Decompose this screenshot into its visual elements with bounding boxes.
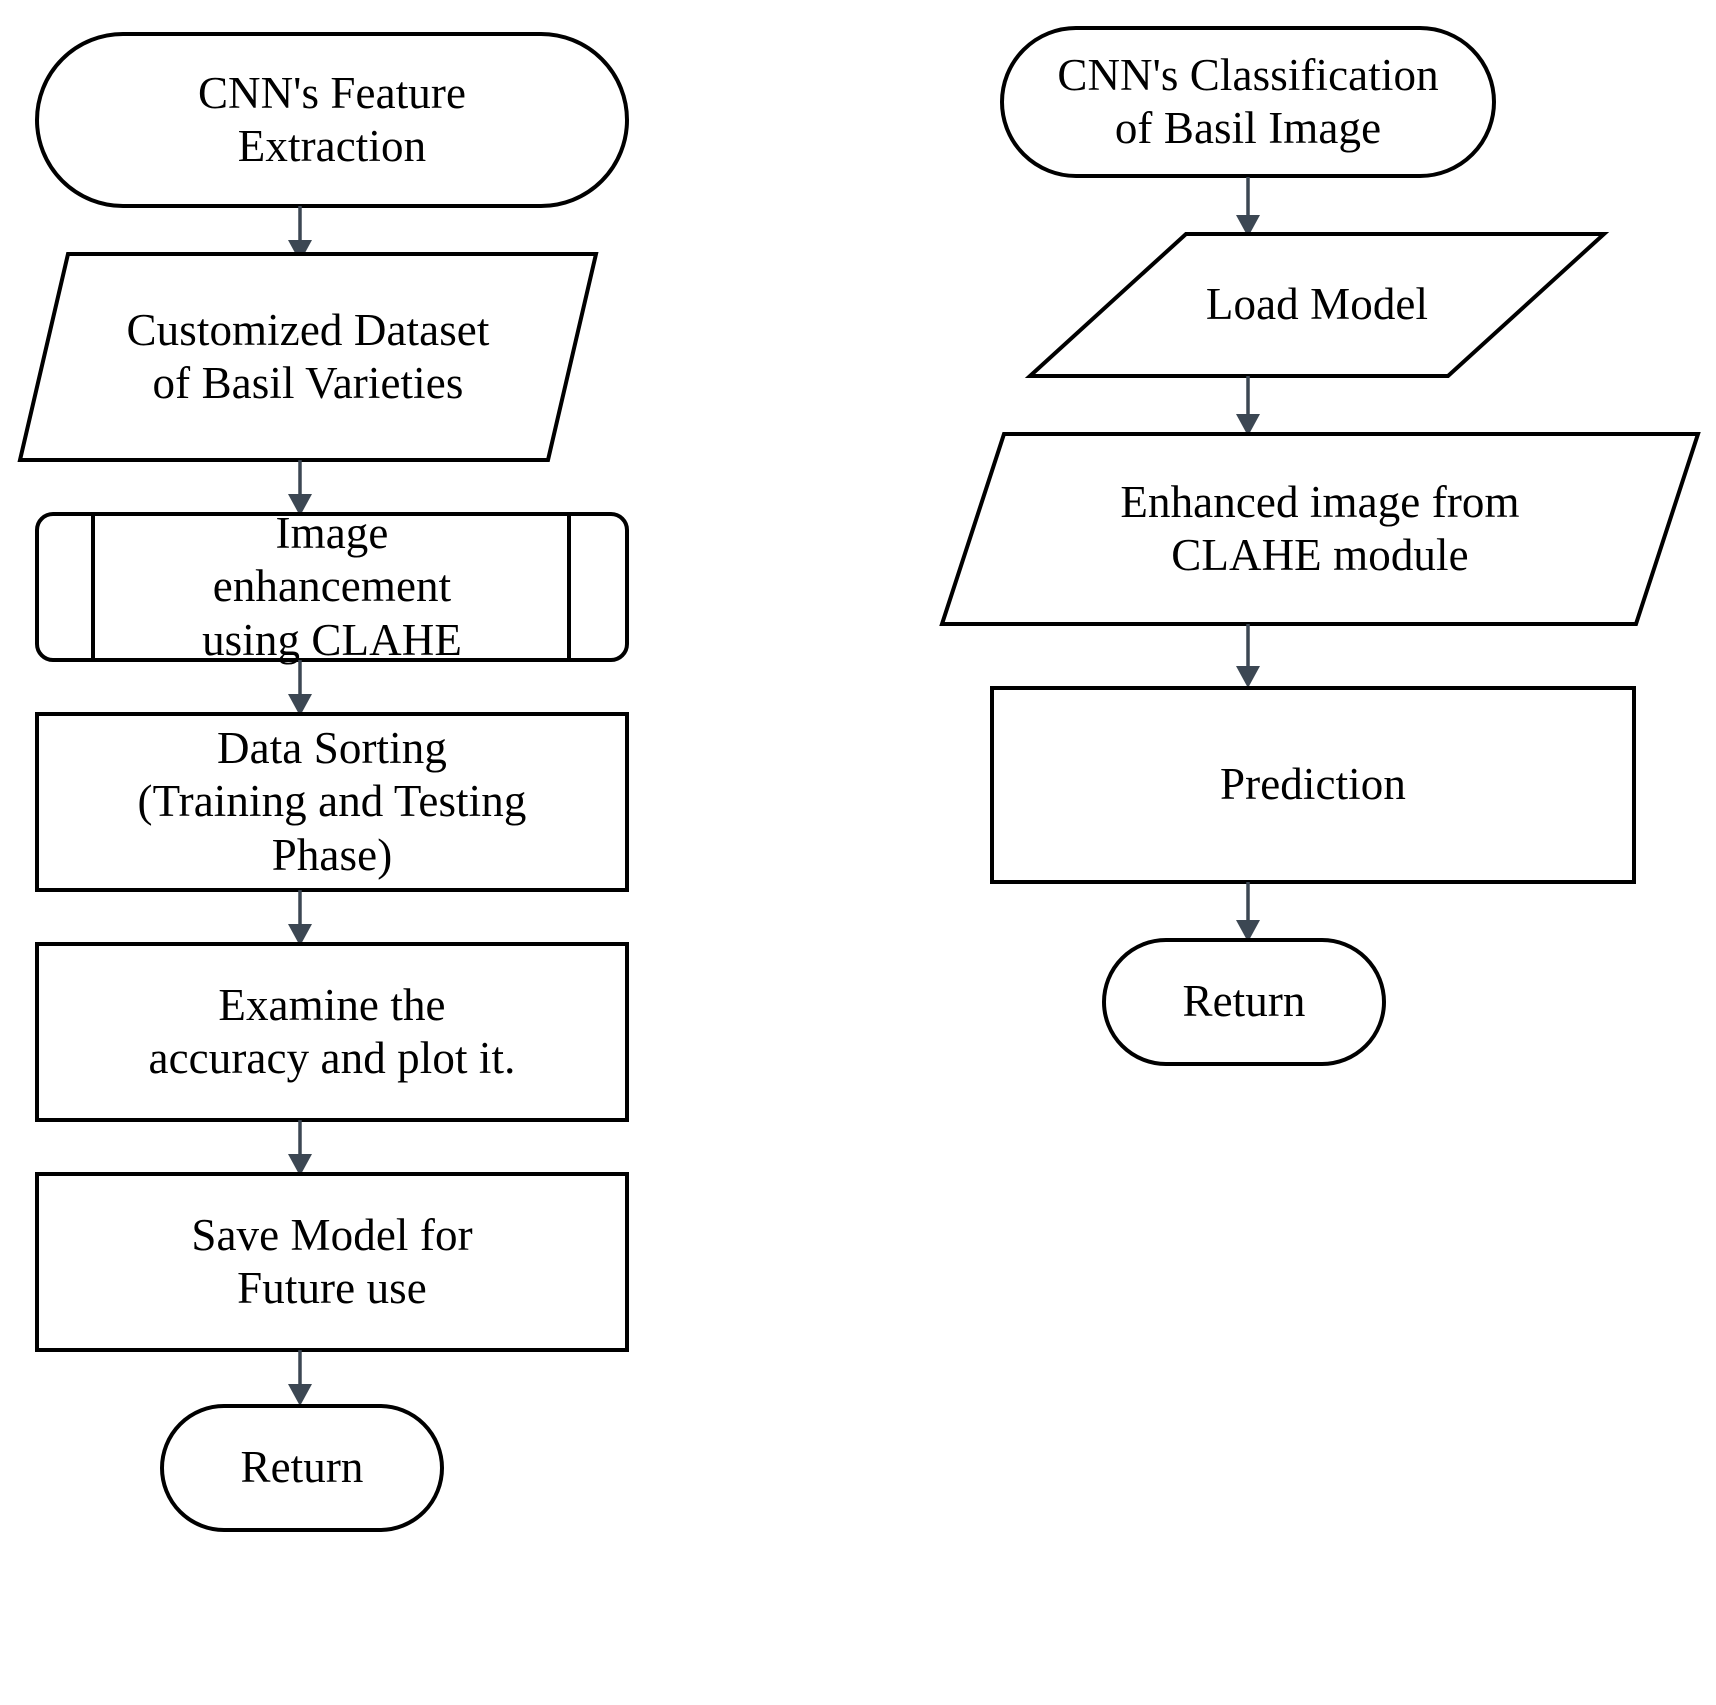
terminator-shape <box>1102 938 1386 1066</box>
node-prediction[interactable]: Prediction <box>990 686 1636 884</box>
node-right-return[interactable]: Return <box>1102 938 1386 1066</box>
predefined-process-shape <box>35 512 629 662</box>
process-shape <box>35 712 629 892</box>
arrow-prediction-to-return <box>1236 882 1260 942</box>
node-customized-dataset[interactable]: Customized Dataset of Basil Varieties <box>17 252 599 462</box>
process-shape <box>35 942 629 1122</box>
arrow-feature-extraction-to-dataset <box>288 206 312 262</box>
terminator-shape <box>160 1404 444 1532</box>
arrow-clahe-to-data-sorting <box>288 660 312 716</box>
node-save-model[interactable]: Save Model for Future use <box>35 1172 629 1352</box>
process-shape <box>35 1172 629 1352</box>
arrow-save-model-to-return <box>288 1350 312 1406</box>
parallelogram-shape <box>939 432 1701 626</box>
node-examine-accuracy[interactable]: Examine the accuracy and plot it. <box>35 942 629 1122</box>
terminator-shape <box>1000 26 1496 178</box>
node-feature-extraction-start[interactable]: CNN's Feature Extraction <box>35 32 629 208</box>
arrow-load-model-to-enhanced-image <box>1236 376 1260 436</box>
process-shape <box>990 686 1636 884</box>
node-enhanced-image[interactable]: Enhanced image from CLAHE module <box>939 432 1701 626</box>
node-load-model[interactable]: Load Model <box>1024 232 1610 378</box>
arrow-examine-to-save-model <box>288 1120 312 1176</box>
terminator-shape <box>35 32 629 208</box>
node-data-sorting[interactable]: Data Sorting (Training and Testing Phase… <box>35 712 629 892</box>
arrow-dataset-to-clahe <box>288 460 312 516</box>
arrow-data-sorting-to-examine <box>288 890 312 946</box>
arrow-classification-to-load-model <box>1236 177 1260 237</box>
parallelogram-shape <box>1024 232 1610 378</box>
node-classification-start[interactable]: CNN's Classification of Basil Image <box>1000 26 1496 178</box>
node-left-return[interactable]: Return <box>160 1404 444 1532</box>
node-image-enhancement-clahe[interactable]: Image enhancement using CLAHE <box>35 508 629 665</box>
parallelogram-shape <box>17 252 599 462</box>
arrow-enhanced-image-to-prediction <box>1236 624 1260 688</box>
